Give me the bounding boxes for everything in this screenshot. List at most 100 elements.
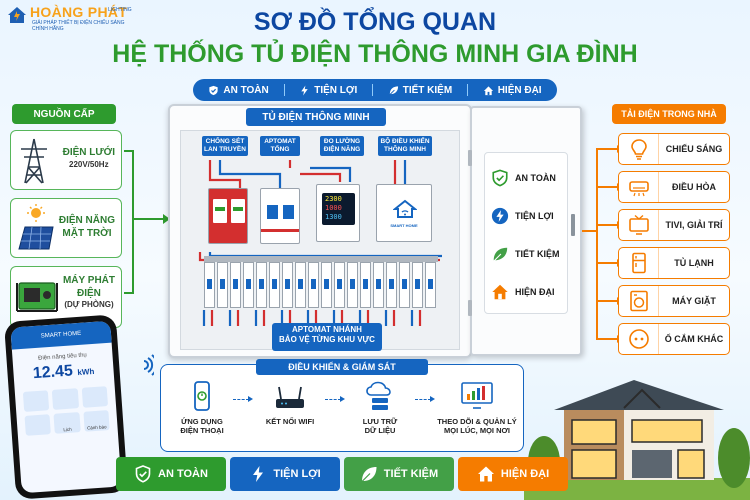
badge-modern: HIỆN ĐẠI <box>458 457 568 491</box>
source-solar-label-1: ĐIỆN NĂNG <box>58 215 115 226</box>
phone-tile[interactable] <box>52 388 79 410</box>
branch-breaker <box>321 262 332 308</box>
branch-breaker <box>204 262 215 308</box>
load-aircon: ĐIỀU HÒA <box>618 171 730 203</box>
branch-breaker <box>360 262 371 308</box>
smartphone-mockup: SMART HOME Điện năng tiêu thụ 12.45 kWh … <box>3 314 129 500</box>
loads-heading: TẢI ĐIỆN TRONG NHÀ <box>612 104 726 124</box>
load-fridge: TỦ LẠNH <box>618 247 730 279</box>
branch-breaker <box>347 262 358 308</box>
solar-panel-icon <box>18 204 54 250</box>
load-lighting: CHIẾU SÁNG <box>618 133 730 165</box>
logo-tagline: GIẢI PHÁP THIẾT BỊ ĐIỆN CHIẾU SÁNG CHÍNH… <box>32 20 125 32</box>
pill-modern: HIỆN ĐẠI <box>483 85 542 96</box>
load-outlets: Ổ CẮM KHÁC <box>618 323 730 355</box>
branch-breaker <box>425 262 436 308</box>
power-tower-icon <box>21 138 47 184</box>
cabinet-title: TỦ ĐIỆN THÔNG MINH <box>246 108 386 126</box>
tv-icon <box>628 214 649 235</box>
logo-house-icon <box>8 7 26 23</box>
pill-saving: TIẾT KIỆM <box>388 85 452 96</box>
phone-tile[interactable] <box>22 390 50 412</box>
branch-breaker <box>230 262 241 308</box>
branch-breaker <box>282 262 293 308</box>
home-icon <box>492 284 508 300</box>
load-washer: MÁY GIẶT <box>618 285 730 317</box>
energy-meter: 2300 1000 1300 <box>316 184 360 242</box>
wireless-signal-icon <box>143 354 154 376</box>
source-generator-label-2: ĐIỆN <box>77 287 101 299</box>
phone-tile[interactable]: Cảnh báo <box>83 410 110 432</box>
wifi-router-icon <box>276 386 304 408</box>
home-icon <box>483 85 493 95</box>
washing-machine-icon <box>629 290 648 312</box>
badge-safe: AN TOÀN <box>116 457 226 491</box>
branch-breakers <box>204 262 440 310</box>
pill-safe: AN TOÀN <box>208 85 269 96</box>
light-bulb-icon <box>630 139 647 160</box>
load-tv: TIVI, GIẢI TRÍ <box>618 209 730 241</box>
lightning-icon <box>491 207 509 225</box>
door-handle <box>571 214 575 236</box>
shield-icon <box>209 85 218 95</box>
meter-reading-3: 1300 <box>325 213 342 222</box>
branch-breaker <box>308 262 319 308</box>
bottom-feature-bar: AN TOÀN TIỆN LỢI TIẾT KIỆM HIỆN ĐẠI <box>116 457 568 491</box>
door-item-convenient: TIỆN LỢI <box>491 207 554 225</box>
logo-name: HOÀNG PHÁT <box>30 4 128 20</box>
generator-icon <box>16 282 58 312</box>
branch-breaker <box>399 262 410 308</box>
leaf-icon <box>389 85 398 95</box>
source-grid: ĐIỆN LƯỚI 220V/50Hz <box>10 130 122 190</box>
feature-pills: AN TOÀN TIỆN LỢI TIẾT KIỆM HIỆN ĐẠI <box>193 79 557 101</box>
din-rail-bottom <box>204 256 438 262</box>
page-title-line2: HỆ THỐNG TỦ ĐIỆN THÔNG MINH GIA ĐÌNH <box>112 40 638 68</box>
cloud-storage-icon <box>366 381 391 410</box>
main-breaker <box>260 188 300 244</box>
door-hinge <box>468 300 472 316</box>
branch-breaker <box>243 262 254 308</box>
door-feature-panel: AN TOÀN TIỆN LỢI TIẾT KIỆM HIỆN ĐẠI <box>484 152 568 314</box>
surge-protector <box>208 188 248 244</box>
branch-breaker <box>256 262 267 308</box>
branch-breaker <box>412 262 423 308</box>
branch-breaker <box>217 262 228 308</box>
sources-heading: NGUỒN CẤP <box>12 104 116 124</box>
leaf-icon <box>493 247 508 262</box>
branch-breaker <box>269 262 280 308</box>
loads-connector-in <box>582 230 596 232</box>
sources-connector <box>124 150 134 294</box>
phone-tile[interactable] <box>24 414 52 436</box>
branch-breaker-label: APTOMAT NHÁNH BẢO VỆ TỪNG KHU VỰC <box>272 323 382 351</box>
loads-connector <box>596 148 598 340</box>
control-title: ĐIỀU KHIỂN & GIÁM SÁT <box>256 359 428 375</box>
source-solar: ĐIỆN NĂNG MẶT TRỜI <box>10 198 122 258</box>
logo-suffix: LIGHTING <box>108 7 132 13</box>
door-item-safe: AN TOÀN <box>491 169 556 187</box>
power-outlet-icon <box>628 329 649 349</box>
pill-convenient: TIỆN LỢI <box>299 85 357 96</box>
phone-tile[interactable] <box>81 386 109 408</box>
phone-app-title: SMART HOME <box>10 320 112 350</box>
check-shield-icon <box>492 169 508 187</box>
branch-breaker <box>334 262 345 308</box>
page-title-line1: SƠ ĐỒ TỔNG QUAN <box>253 8 497 36</box>
sources-arrow <box>134 214 170 224</box>
brand-logo: HOÀNG PHÁT LIGHTING GIẢI PHÁP THIẾT BỊ Đ… <box>6 4 136 32</box>
badge-saving: TIẾT KIỆM <box>344 457 454 491</box>
controller-brand: SMART HOME <box>390 223 418 228</box>
phone-tile[interactable]: Lịch <box>53 412 81 434</box>
door-hinge <box>468 150 472 166</box>
leaf-icon <box>361 467 377 482</box>
smart-home-icon <box>393 199 417 218</box>
branch-breaker <box>295 262 306 308</box>
smart-controller: SMART HOME <box>376 184 432 242</box>
step-wifi: KẾT NỐI WIFI <box>255 381 325 426</box>
source-generator-note: (DỰ PHÒNG) <box>64 300 114 309</box>
